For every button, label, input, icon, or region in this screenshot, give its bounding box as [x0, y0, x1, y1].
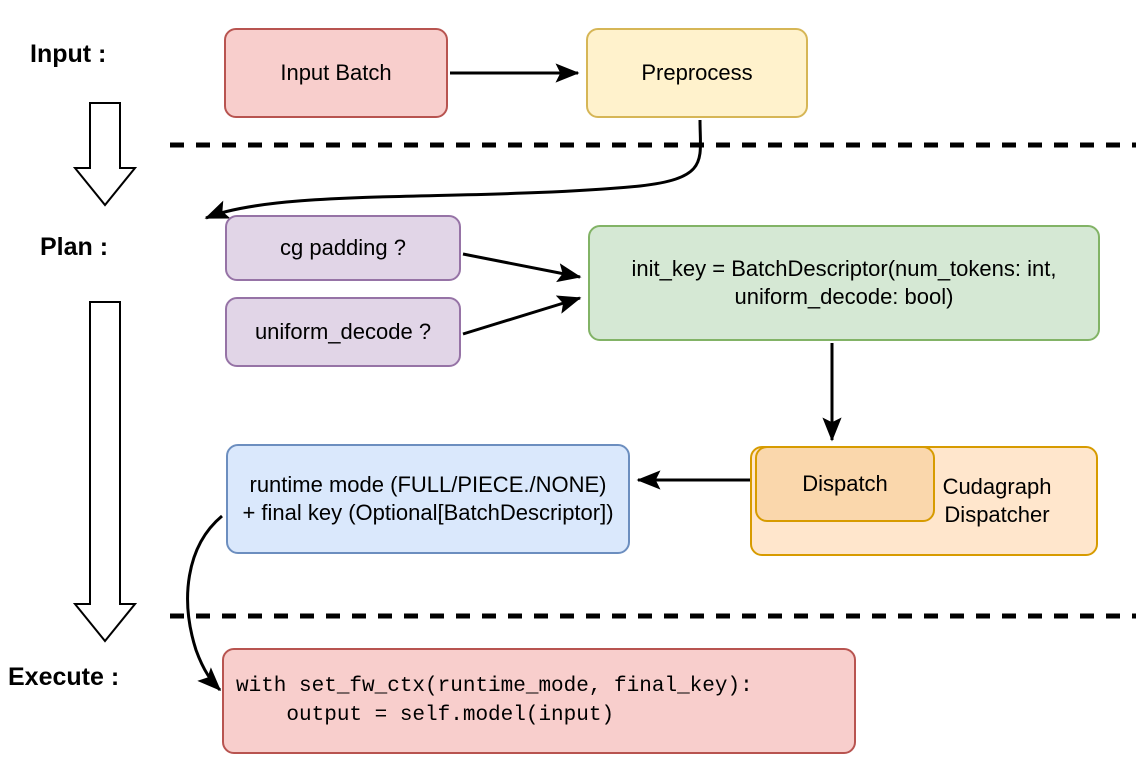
edge-preprocess-to-cg-padding — [204, 119, 702, 220]
cudagraph-dispatcher-label: Cudagraph Dispatcher — [942, 473, 1052, 527]
edge-cg-padding-to-init-key — [462, 252, 582, 283]
edge-uniform-decode-to-init-key — [462, 295, 582, 336]
node-init-key[interactable]: init_key = BatchDescriptor(num_tokens: i… — [588, 225, 1100, 341]
big-arrow-plan-to-execute — [72, 301, 138, 643]
edge-runtime-mode-to-code — [186, 514, 223, 692]
node-cg-padding[interactable]: cg padding ? — [225, 215, 461, 281]
node-execute-code[interactable]: with set_fw_ctx(runtime_mode, final_key)… — [222, 648, 856, 754]
node-preprocess[interactable]: Preprocess — [586, 28, 808, 118]
stage-label-plan: Plan : — [40, 233, 109, 261]
node-runtime-mode[interactable]: runtime mode (FULL/PIECE./NONE) + final … — [226, 444, 630, 554]
stage-label-input: Input : — [30, 40, 107, 68]
big-arrow-input-to-plan — [72, 102, 138, 207]
node-uniform-decode[interactable]: uniform_decode ? — [225, 297, 461, 367]
stage-label-execute: Execute : — [8, 663, 120, 691]
node-input-batch[interactable]: Input Batch — [224, 28, 448, 118]
node-dispatch[interactable]: Dispatch — [755, 446, 935, 522]
